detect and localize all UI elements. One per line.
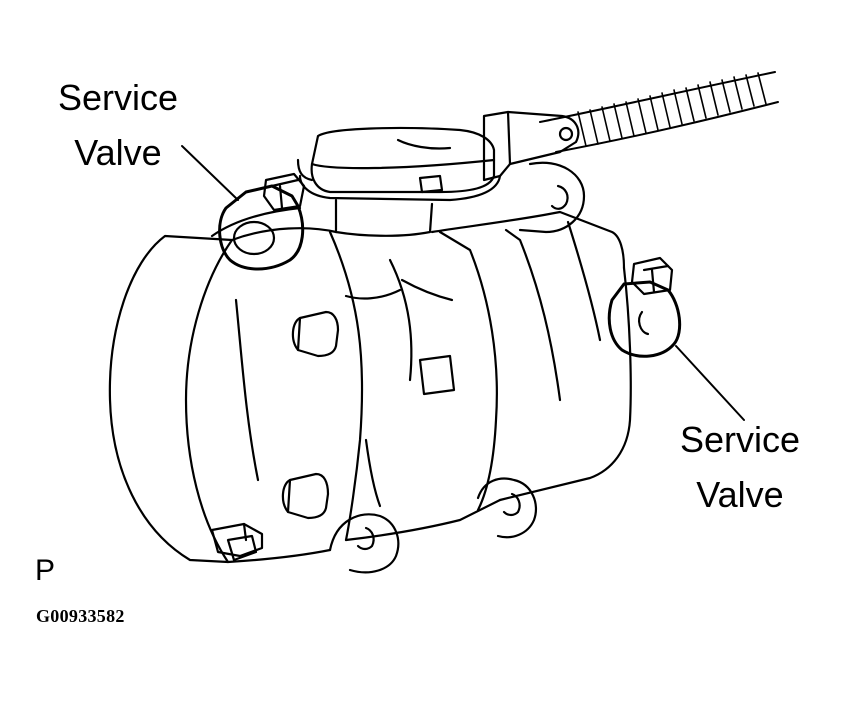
label-line: Valve — [696, 474, 784, 515]
service-valve-label-right: Service Valve — [660, 412, 820, 522]
label-line: Valve — [74, 132, 162, 173]
mount-ear-lower-right — [478, 479, 536, 538]
harness-bracket — [484, 112, 578, 180]
service-valve-label-left: Service Valve — [38, 70, 198, 180]
mount-ear-lower-center — [330, 514, 398, 572]
wire-harness — [540, 72, 778, 152]
side-boss-lower — [283, 474, 328, 518]
side-boss-upper — [293, 312, 338, 356]
mount-ear-upper-right — [520, 163, 584, 232]
top-cover — [298, 128, 500, 200]
view-letter: P — [35, 554, 56, 587]
service-valve-left — [220, 174, 304, 269]
figure-code: G00933582 — [36, 606, 125, 626]
bottom-bolt — [212, 524, 262, 560]
label-line: Service — [679, 419, 801, 460]
leader-line-right — [676, 346, 744, 420]
label-line: Service — [57, 77, 179, 118]
compressor-body — [110, 200, 631, 562]
leader-line-left — [182, 146, 238, 200]
service-valve-right — [609, 258, 679, 356]
